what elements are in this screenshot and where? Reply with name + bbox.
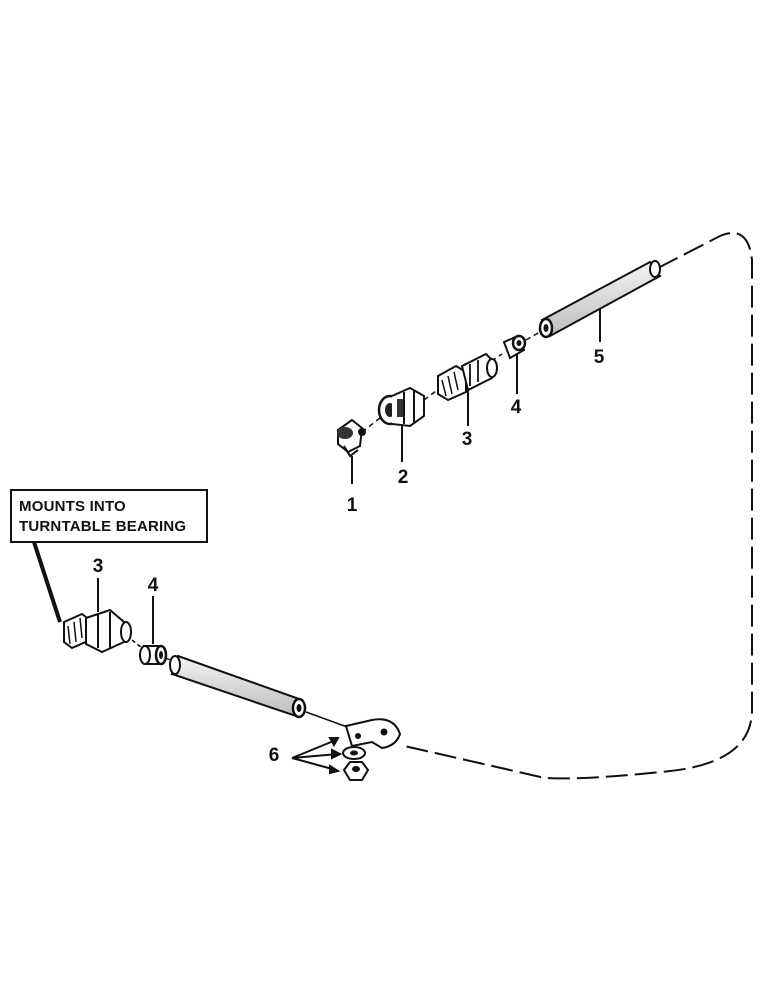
hose-lower bbox=[169, 654, 307, 719]
leader-lines-lower bbox=[97, 578, 154, 644]
callout-1: 1 bbox=[346, 495, 358, 516]
note-line-2: TURNTABLE BEARING bbox=[19, 518, 187, 535]
callout-3-upper: 3 bbox=[461, 429, 473, 450]
clamp-hardware-part-6 bbox=[342, 718, 402, 781]
hose-fitting-part-3-lower bbox=[63, 608, 132, 654]
note-line-1: MOUNTS INTO bbox=[19, 498, 126, 515]
hose-fitting-part-3-upper bbox=[437, 352, 498, 402]
callout-6: 6 bbox=[268, 745, 280, 766]
ferrule-part-4-upper bbox=[502, 334, 527, 360]
callout-6-arrows bbox=[291, 737, 343, 775]
note-pointer bbox=[32, 541, 62, 623]
bulkhead-adapter-part-2 bbox=[377, 386, 425, 428]
callout-5: 5 bbox=[593, 347, 605, 368]
mounting-note: MOUNTS INTO TURNTABLE BEARING bbox=[10, 489, 208, 543]
ferrule-part-4-lower bbox=[139, 644, 168, 666]
hose-route-line bbox=[399, 232, 753, 780]
callout-3-lower: 3 bbox=[92, 556, 104, 577]
callout-2: 2 bbox=[397, 467, 409, 488]
leader-lines-upper bbox=[351, 308, 601, 484]
callout-4-upper: 4 bbox=[510, 397, 522, 418]
hose-part-5 bbox=[538, 260, 662, 339]
grease-fitting-part-1 bbox=[337, 418, 366, 458]
callout-4-lower: 4 bbox=[147, 575, 159, 596]
